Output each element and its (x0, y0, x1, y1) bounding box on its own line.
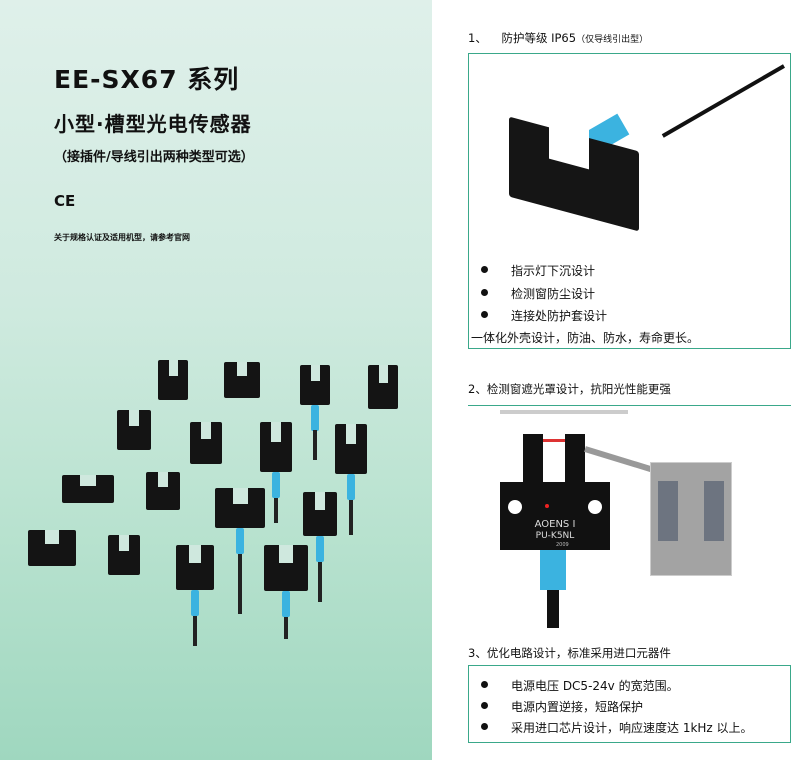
section-1-title: 1、 防护等级 IP65（仅导线引出型） (468, 30, 648, 46)
section-1-box: 指示灯下沉设计 检测窗防尘设计 连接处防护套设计 一体化外壳设计，防油、防水，寿… (468, 53, 791, 349)
product-subtitle: 小型·槽型光电传感器 (54, 112, 252, 136)
product-title: EE-SX67 系列 (54, 65, 240, 94)
certification: CE (54, 192, 76, 210)
section-1-heading: 防护等级 IP65 (501, 31, 577, 45)
spec-note: 关于规格认证及适用机型，请参考官网 (54, 233, 190, 242)
section-3-box: 电源电压 DC5-24v 的宽范围。 电源内置逆接，短路保护 采用进口芯片设计，… (468, 665, 791, 743)
bullet-3: 采用进口芯片设计，响应速度达 1kHz 以上。 (511, 721, 753, 735)
sensor-code: 2009 (556, 542, 569, 548)
section-1-paragraph: 一体化外壳设计，防油、防水，寿命更长。 (471, 331, 700, 345)
section-3-title: 3、优化电路设计，标准采用进口元器件 (468, 646, 671, 660)
product-options: （接插件/导线引出两种类型可选） (54, 150, 254, 165)
section-2-box: AOENS I PU-K5NL 2009 (468, 405, 791, 631)
sensor-model: PU-K5NL (535, 531, 575, 541)
sensor-brand: AOENS I (534, 519, 576, 530)
bullet-1: 指示灯下沉设计 (511, 264, 596, 278)
bullet-2: 电源内置逆接，短路保护 (511, 700, 644, 714)
section-1-note: （仅导线引出型） (576, 35, 649, 45)
bullet-3: 连接处防护套设计 (511, 309, 608, 323)
bullet-2: 检测窗防尘设计 (511, 287, 596, 301)
bullet-1: 电源电压 DC5-24v 的宽范围。 (511, 679, 679, 693)
section-2-title: 2、检测窗遮光罩设计，抗阳光性能更强 (468, 382, 671, 396)
cover-panel: EE-SX67 系列 小型·槽型光电传感器 （接插件/导线引出两种类型可选） C… (0, 0, 432, 760)
section-1-number: 1、 (468, 31, 487, 45)
